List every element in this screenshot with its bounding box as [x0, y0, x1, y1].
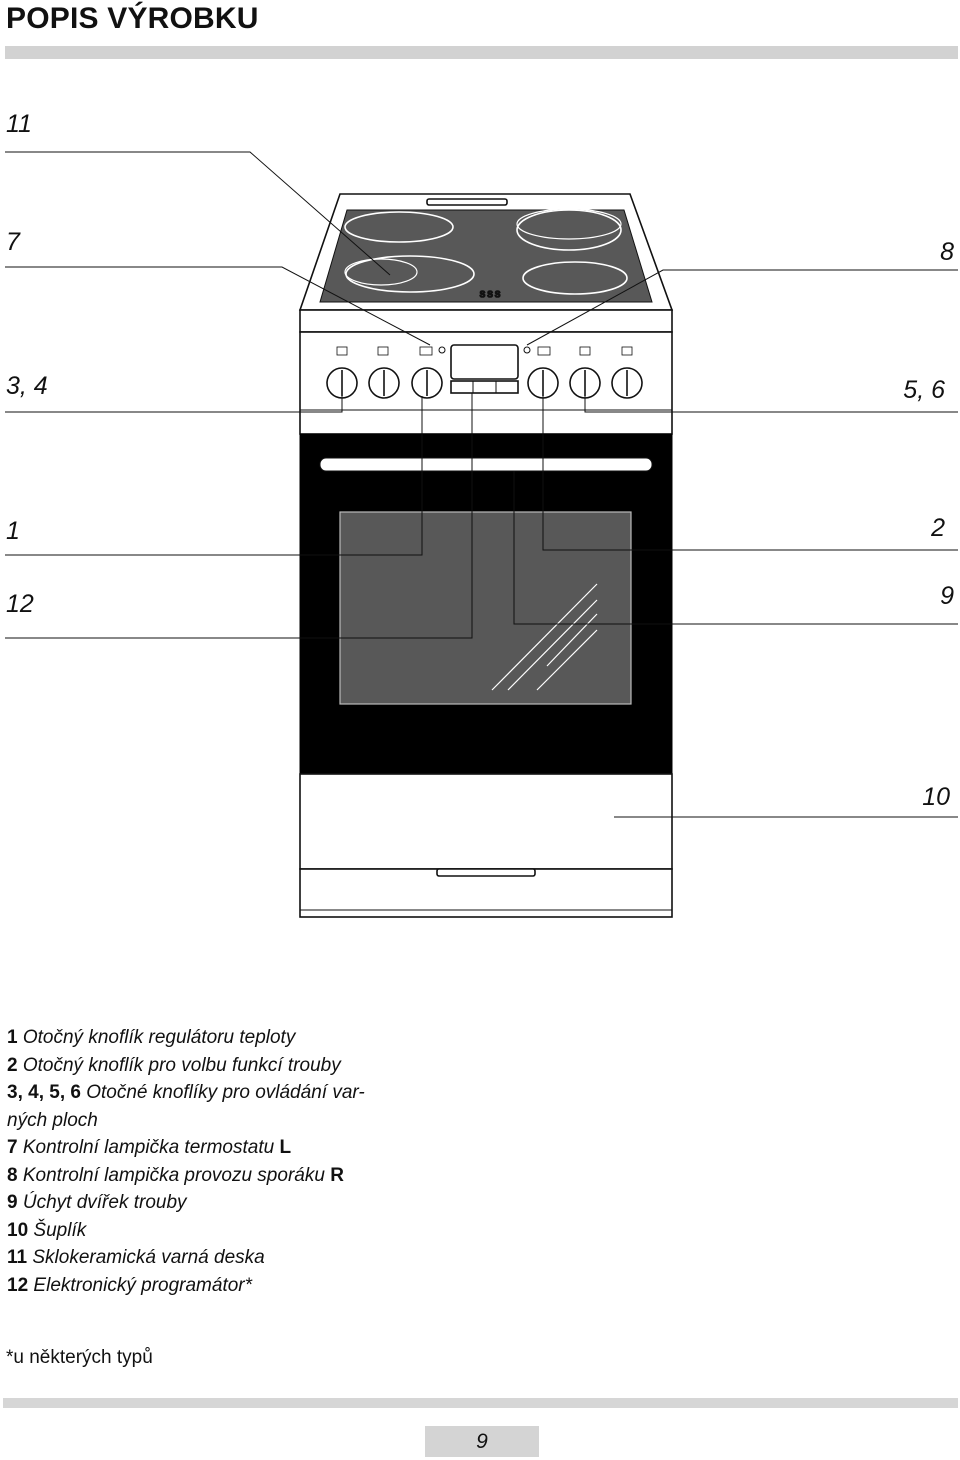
legend-item: 10 Šuplík: [7, 1219, 87, 1241]
callout-10: 10: [922, 783, 950, 811]
page-number-text: 9: [476, 1429, 488, 1453]
hob: S S S: [298, 193, 674, 311]
legend-item: 7 Kontrolní lampička termostatu L: [7, 1137, 292, 1158]
legend-item: 8 Kontrolní lampička provozu sporáku R: [7, 1164, 344, 1186]
legend-item: 2 Otočný knoflík pro volbu funkcí trouby: [7, 1054, 341, 1076]
callout-9: 9: [940, 582, 954, 610]
cooker-drawing: S S S: [5, 151, 958, 918]
legend-item: 3, 4, 5, 6 Otočné knoflíky pro ovládání …: [7, 1082, 365, 1103]
cooker-diagram: S S S: [0, 60, 960, 940]
title-rule: [5, 46, 958, 59]
bottom-rule: [3, 1398, 958, 1408]
legend-item: 12 Elektronický programátor*: [7, 1274, 253, 1296]
legend-item: 11 Sklokeramická varná deska: [7, 1247, 265, 1268]
legend-item: ných ploch: [7, 1109, 98, 1131]
leader-lines: [5, 151, 958, 818]
callout-3-4: 3, 4: [6, 372, 48, 400]
page-title: POPIS VÝROBKU: [6, 2, 259, 35]
footnote: *u některých typů: [6, 1347, 153, 1368]
callout-5-6: 5, 6: [903, 376, 945, 404]
parts-legend: 1 Otočný knoflík regulátoru teploty 2 Ot…: [7, 1024, 417, 1299]
callout-8: 8: [940, 238, 954, 266]
oven-door: [299, 433, 673, 775]
callout-7: 7: [6, 228, 20, 256]
callout-12: 12: [6, 590, 34, 618]
callout-1: 1: [6, 517, 20, 545]
svg-text:S S S: S S S: [480, 290, 500, 299]
page-number: 9: [425, 1426, 539, 1457]
callout-11: 11: [6, 110, 32, 138]
legend-item: 9 Úchyt dvířek trouby: [7, 1192, 187, 1213]
callout-2: 2: [931, 514, 945, 542]
legend-item: 1 Otočný knoflík regulátoru teploty: [7, 1027, 296, 1048]
control-panel: [299, 309, 673, 435]
drawer: [299, 773, 673, 918]
